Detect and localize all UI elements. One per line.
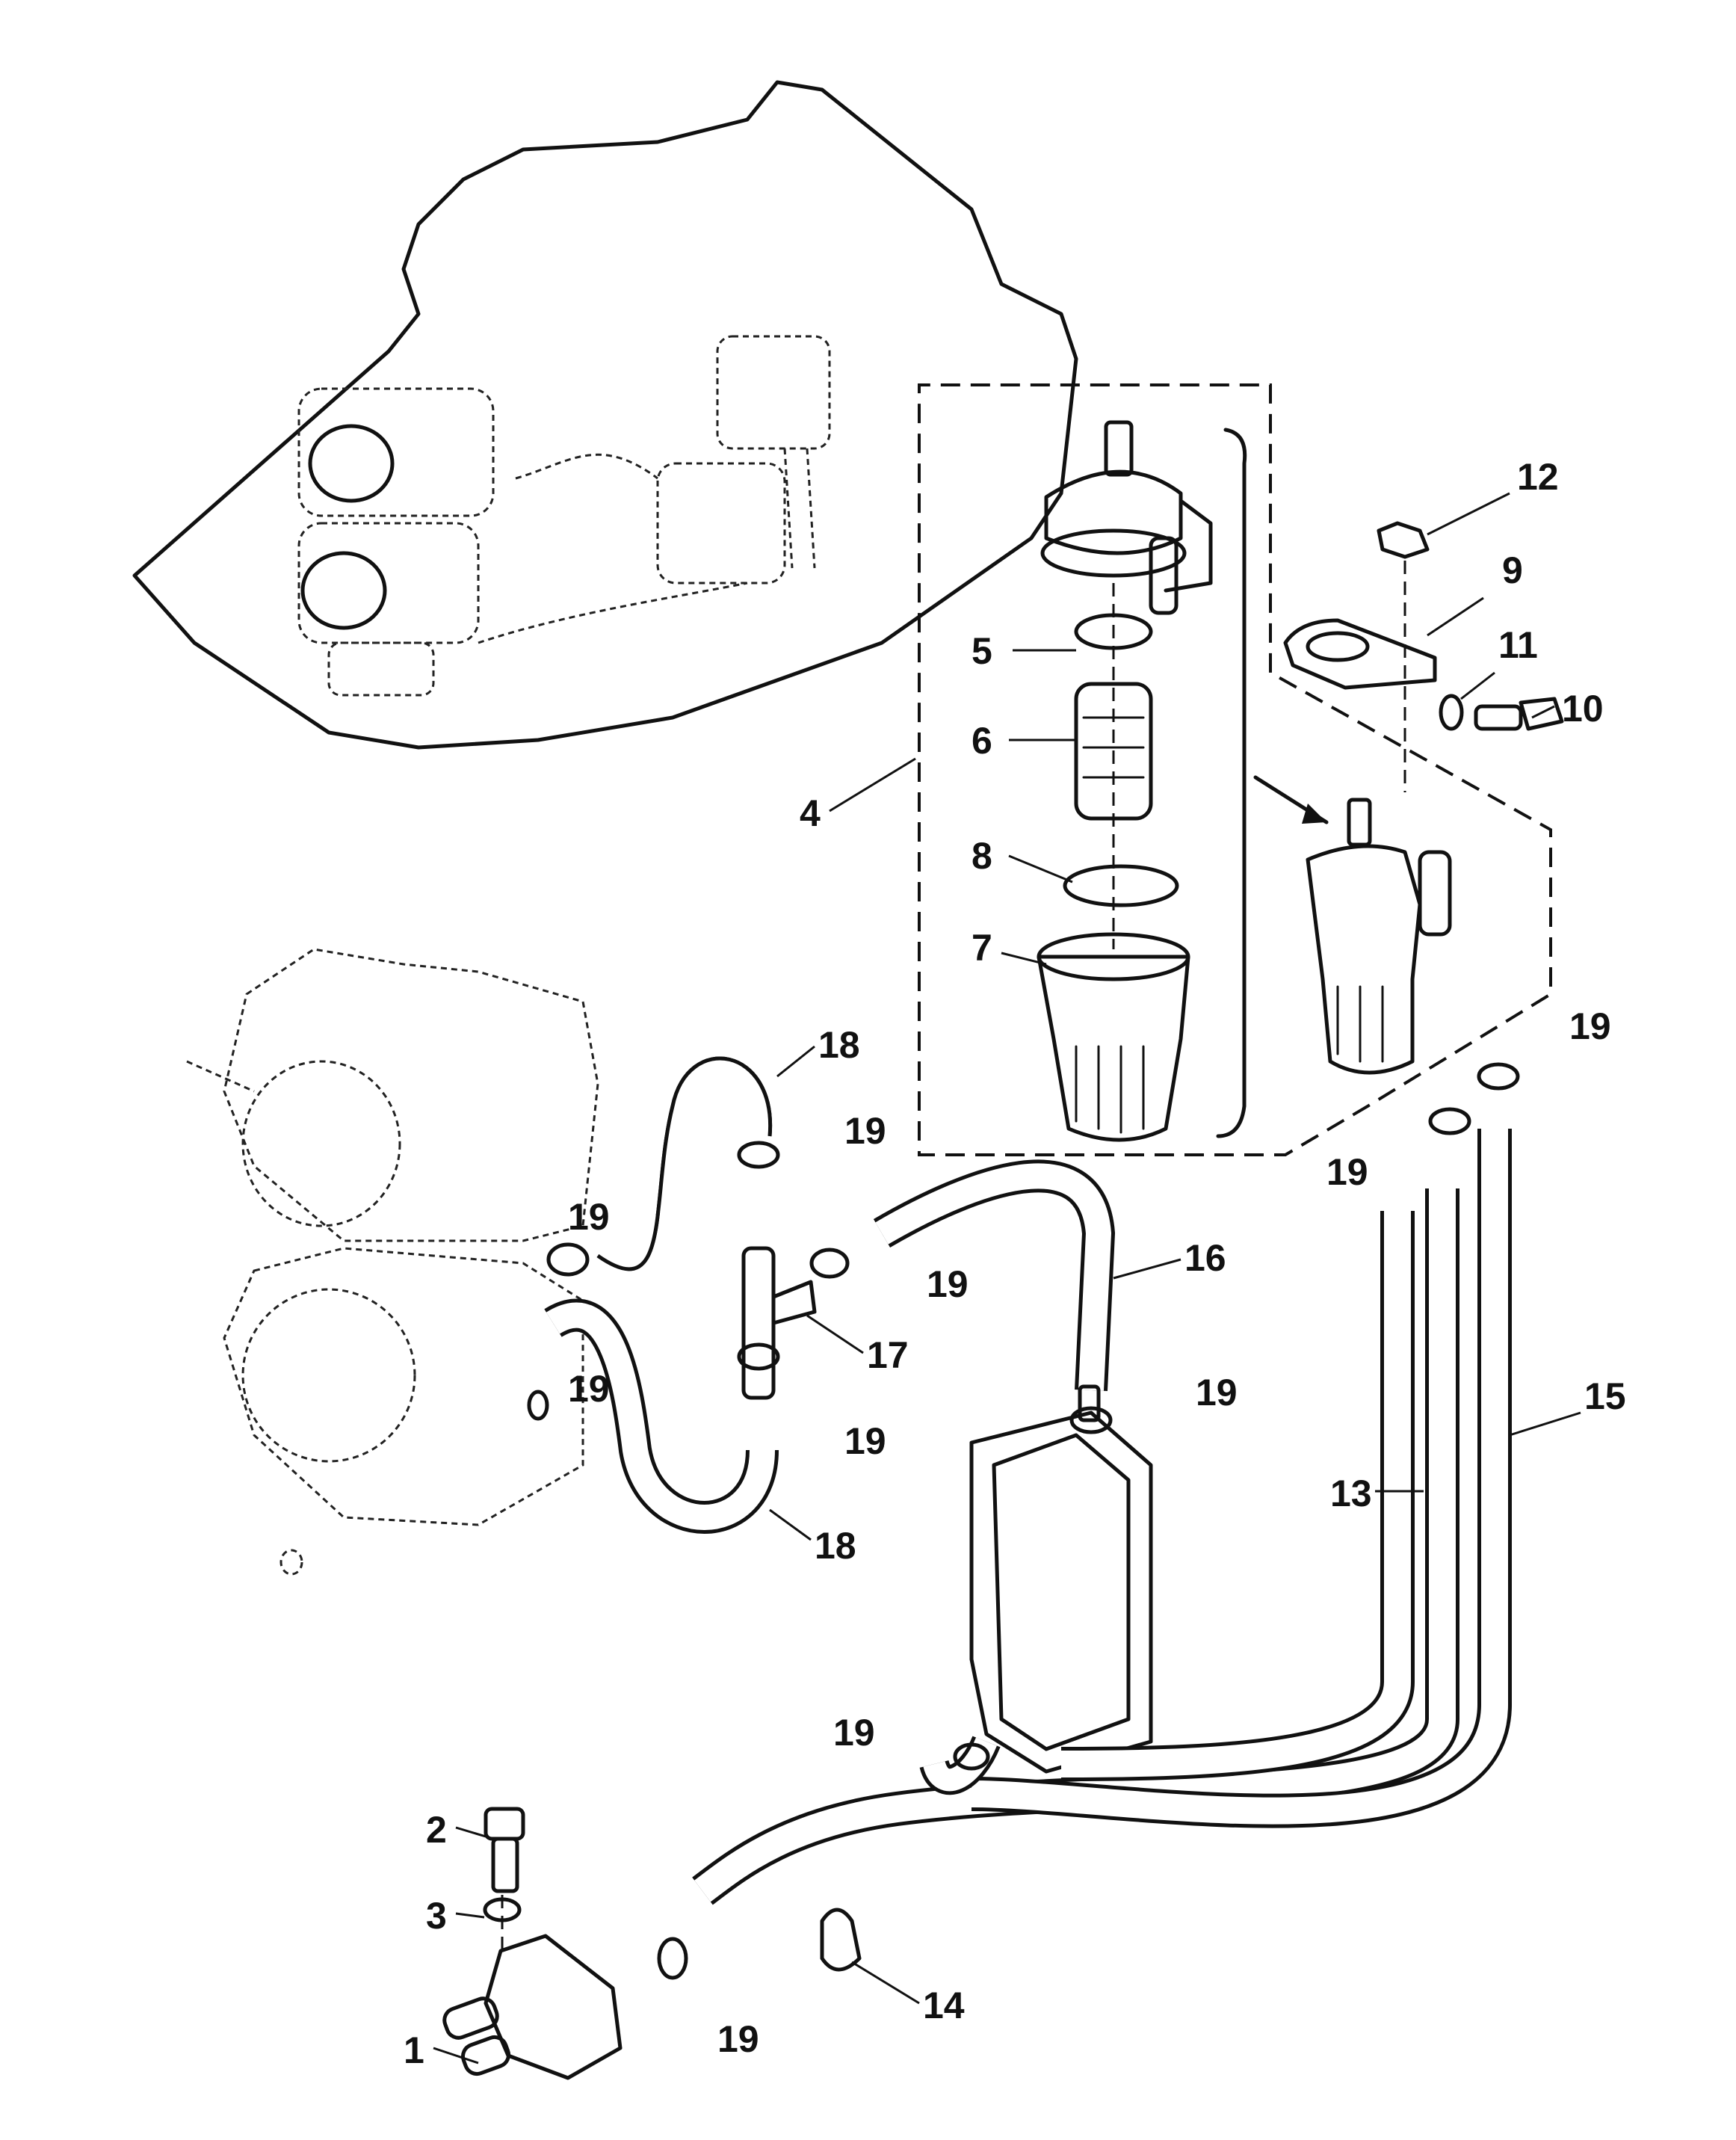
carburetor-lower-icon [223, 1247, 584, 1576]
callout-4: 4 [800, 792, 821, 834]
inset-fuel-pump-icon [478, 335, 831, 644]
callout-19: 19 [844, 1110, 886, 1152]
lock-washer-icon [1439, 694, 1464, 731]
callout-9: 9 [1502, 549, 1523, 591]
bolt-icon [484, 1807, 525, 1893]
callout-15: 15 [1584, 1375, 1626, 1417]
callout-6: 6 [972, 720, 992, 762]
callout-19: 19 [1196, 1372, 1238, 1413]
callout-19: 19 [568, 1196, 610, 1238]
callout-13: 13 [1330, 1473, 1372, 1514]
hose-clamp-icon [820, 1908, 862, 1972]
callout-2: 2 [426, 1809, 447, 1851]
fuel-connector-icon [442, 1934, 623, 2080]
callout-19: 19 [1326, 1151, 1368, 1193]
callout-18-lower: 18 [815, 1525, 856, 1567]
callout-19: 19 [844, 1420, 886, 1462]
callout-14: 14 [923, 1985, 965, 2026]
callout-leaders [433, 492, 1581, 2065]
callout-12: 12 [1517, 456, 1559, 498]
callout-10: 10 [1562, 688, 1604, 730]
o-ring-icon [1063, 864, 1179, 907]
callout-1: 1 [404, 2029, 424, 2071]
inset-carburetors-icon [297, 387, 495, 697]
assembly-bracket [1216, 428, 1247, 1138]
nut-icon [1377, 521, 1430, 559]
callout-8: 8 [972, 835, 992, 877]
callout-17: 17 [867, 1334, 909, 1376]
filter-cap-icon [1040, 420, 1213, 615]
engine-overview-inset [132, 80, 1078, 750]
callout-19: 19 [568, 1368, 610, 1410]
bracket-icon [1283, 618, 1437, 690]
carburetor-upper-icon [186, 948, 599, 1242]
filter-assembly-boundary [918, 383, 1552, 1156]
callout-11: 11 [1498, 624, 1538, 666]
callout-19: 19 [927, 1263, 969, 1305]
callout-labels: 1 2 3 4 5 6 7 8 9 10 11 12 13 14 15 16 1… [404, 456, 1626, 2071]
fuel-pump-icon [969, 1384, 1153, 1774]
tee-fitting-icon [741, 1246, 817, 1400]
bolt-icon [1474, 697, 1564, 731]
callout-16: 16 [1184, 1237, 1226, 1279]
callout-3: 3 [426, 1895, 447, 1937]
callout-19: 19 [717, 2018, 759, 2060]
callout-5: 5 [972, 630, 992, 672]
assembled-filter-icon [1306, 798, 1452, 1075]
callout-7: 7 [972, 927, 992, 969]
hose-clip-icons [527, 1062, 1520, 1980]
callout-19: 19 [1569, 1005, 1611, 1047]
callout-18-upper: 18 [818, 1024, 860, 1066]
filter-bowl-icon [1037, 932, 1190, 1142]
callout-19: 19 [833, 1712, 875, 1754]
